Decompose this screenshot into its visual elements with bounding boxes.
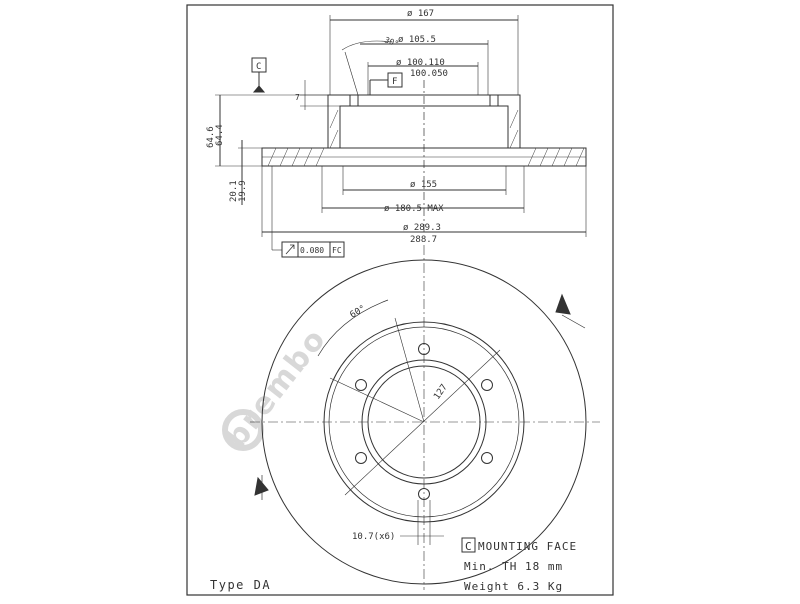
front-view xyxy=(250,245,600,590)
pcd-text: 127 xyxy=(432,383,450,402)
tolerance-value: 0.080 xyxy=(300,246,324,255)
svg-text:brembo: brembo xyxy=(219,322,334,455)
weight-text: Weight 6.3 Kg xyxy=(464,580,563,593)
dim-105-text: ø 105.5 xyxy=(398,35,436,45)
dim-155-text: ø 155 xyxy=(410,180,437,190)
hole-size-text: 10.7(x6) xyxy=(352,532,395,542)
dim-644-text: 64.4 xyxy=(215,124,225,146)
dim-646-text: 64.6 xyxy=(206,126,216,148)
tolerance-ref: FC xyxy=(332,246,342,255)
dim-180-text: ø 180.5 MAX xyxy=(384,204,444,214)
dim-7-text: 7 xyxy=(295,93,300,102)
dim-201-text: 20.1 xyxy=(229,180,239,202)
mounting-c-letter: C xyxy=(465,540,473,553)
mounting-face-text: MOUNTING FACE xyxy=(478,540,577,553)
side-view xyxy=(215,15,587,258)
min-thickness-text: Min. TH 18 mm xyxy=(464,560,563,573)
runout-tolerance-frame xyxy=(281,241,345,258)
brand-watermark: brembo xyxy=(219,322,334,455)
angle-60-text: 60° xyxy=(349,304,368,321)
side-view-labels: ø 167 ø 105.5 30° ø 100.110 100.050 ø 15… xyxy=(206,9,448,255)
datum-f-letter: F xyxy=(392,77,397,87)
type-label: Type DA xyxy=(210,578,271,592)
dim-2887-text: 288.7 xyxy=(410,235,437,245)
dim-100110-text: ø 100.110 xyxy=(396,58,445,68)
hat-section xyxy=(327,94,521,148)
dim-289-text: ø 289.3 xyxy=(403,223,441,233)
datum-c-letter: C xyxy=(256,62,261,72)
mounting-c-box xyxy=(461,537,476,553)
front-view-labels: 127 60° 10.7(x6) C MOUNTING FACE Min. TH… xyxy=(210,304,577,593)
drawing-frame xyxy=(186,4,614,596)
dim-167-text: ø 167 xyxy=(407,9,434,19)
dim-199-text: 19.9 xyxy=(238,180,248,202)
dim-100050-text: 100.050 xyxy=(410,69,448,79)
